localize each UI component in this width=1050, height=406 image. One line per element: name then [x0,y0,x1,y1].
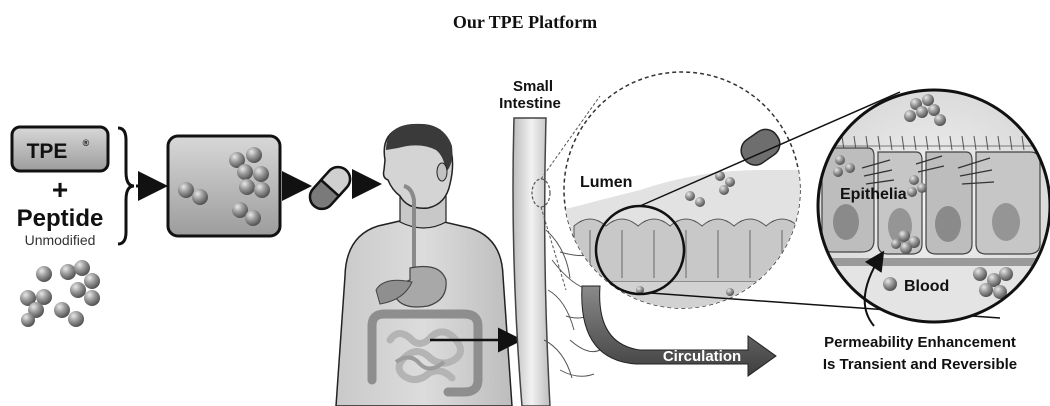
small-label: Small [513,78,553,95]
plus-sign: + [52,174,68,205]
blood-label: Blood [904,278,949,295]
peptide-label: Peptide [17,205,104,232]
human-figure [336,124,512,406]
capsule-icon [305,162,355,214]
permeability-line1: Permeability Enhancement [824,334,1016,351]
registered-mark: ® [83,138,90,148]
tpe-badge: TPE ® [12,127,108,171]
unmodified-label: Unmodified [25,232,96,248]
tpe-label: TPE [27,140,68,163]
permeability-line2: Is Transient and Reversible [823,356,1017,373]
peptide-spheres [20,260,100,327]
circulation-label: Circulation [663,348,741,365]
grouping-bracket [118,128,134,244]
intestine-label: Intestine [499,95,561,112]
formulation-box [168,136,280,236]
lumen-zoom-circle [562,72,812,310]
epithelia-label: Epithelia [840,186,907,203]
lumen-label: Lumen [580,174,632,191]
